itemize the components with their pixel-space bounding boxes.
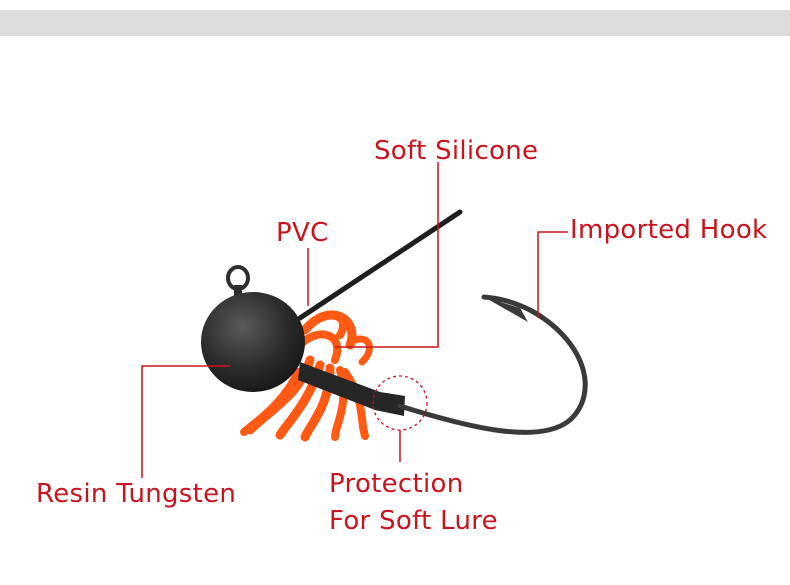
- resin-tungsten-leader: [141, 365, 230, 478]
- pvc-weed-guard: [297, 209, 463, 321]
- label-pvc: PVC: [276, 218, 329, 248]
- label-protection-line1: Protection: [329, 469, 464, 499]
- leader-lines: [141, 162, 568, 478]
- hook-barb: [484, 297, 528, 322]
- imported-hook-leader: [537, 231, 568, 318]
- label-soft-silicone: Soft Silicone: [374, 136, 539, 166]
- label-protection-line2: For Soft Lure: [329, 506, 498, 536]
- label-resin-tungsten: Resin Tungsten: [36, 479, 237, 509]
- shank-collar: [298, 362, 405, 416]
- hook: [397, 294, 588, 435]
- label-imported-hook: Imported Hook: [570, 215, 768, 245]
- top-bar: [0, 10, 790, 36]
- resin-tungsten-head: [201, 292, 305, 392]
- soft-silicone-leader: [335, 162, 439, 348]
